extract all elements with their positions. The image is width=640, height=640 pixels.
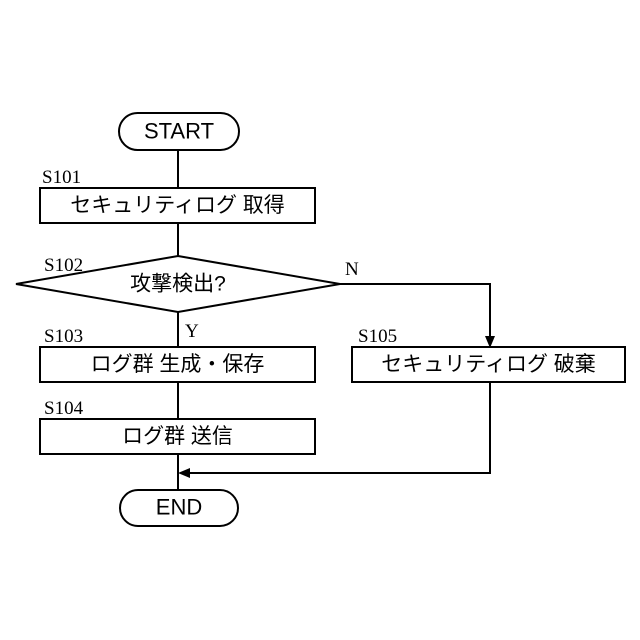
connector-group bbox=[177, 150, 495, 490]
s103-process-shape bbox=[39, 346, 316, 383]
s104-process-shape bbox=[39, 418, 316, 455]
node-s104[interactable]: S104 ログ群 送信 bbox=[39, 398, 316, 455]
step-label-s102: S102 bbox=[44, 255, 83, 276]
s105-process-shape bbox=[351, 346, 626, 383]
node-s103[interactable]: S103 ログ群 生成・保存 bbox=[39, 326, 316, 383]
s102-decision-label: 攻撃検出? bbox=[130, 273, 226, 296]
end-terminal-shape bbox=[119, 489, 239, 527]
node-s101[interactable]: S101 セキュリティログ 取得 bbox=[39, 167, 316, 224]
arrow-head-into-s105 bbox=[485, 336, 495, 348]
start-terminal-label: START bbox=[144, 118, 214, 143]
s102-decision-shape bbox=[15, 254, 341, 314]
s101-process-shape bbox=[39, 187, 316, 224]
connector-s105-to-merge bbox=[184, 382, 491, 474]
s104-process-label: ログ群 送信 bbox=[122, 425, 233, 448]
start-terminal-shape bbox=[118, 112, 240, 151]
step-label-s104: S104 bbox=[44, 398, 84, 419]
node-start[interactable]: START bbox=[118, 112, 240, 151]
branch-label-yes: Y bbox=[185, 321, 199, 342]
s103-process-label: ログ群 生成・保存 bbox=[91, 353, 265, 376]
end-terminal-label: END bbox=[156, 494, 202, 519]
step-label-s103: S103 bbox=[44, 326, 83, 347]
step-label-s101: S101 bbox=[42, 167, 81, 188]
node-s102[interactable]: S102 攻撃検出? N Y bbox=[15, 254, 359, 342]
s101-process-label: セキュリティログ 取得 bbox=[70, 194, 285, 217]
node-end[interactable]: END bbox=[119, 489, 239, 527]
step-label-s105: S105 bbox=[358, 326, 397, 347]
arrow-head-merge-left bbox=[178, 468, 190, 478]
connector-s102-no-to-s105 bbox=[340, 283, 491, 342]
branch-label-no: N bbox=[345, 259, 359, 280]
s105-process-label: セキュリティログ 破棄 bbox=[381, 353, 596, 376]
node-s105[interactable]: S105 セキュリティログ 破棄 bbox=[351, 326, 626, 383]
